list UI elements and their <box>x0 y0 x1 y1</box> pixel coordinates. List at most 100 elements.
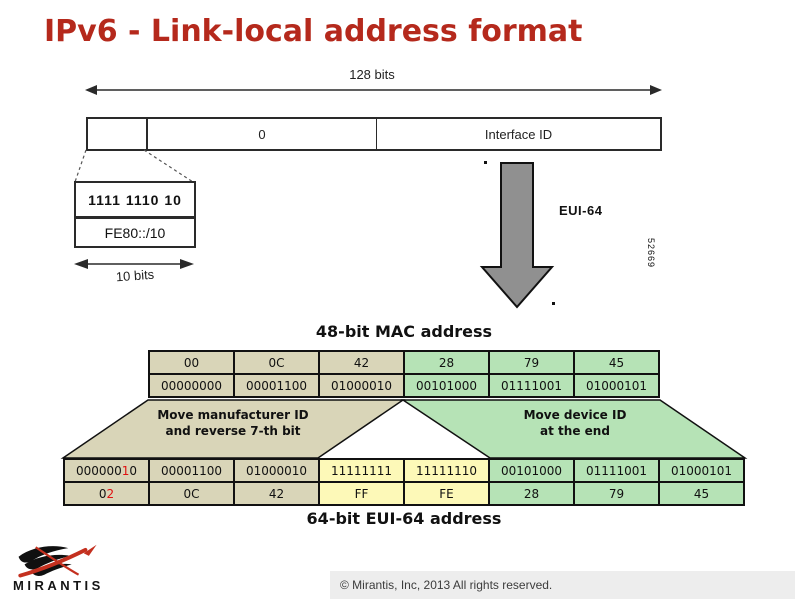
eui-heading: 64-bit EUI-64 address <box>306 509 502 528</box>
byte-cell: 00101000 <box>488 458 575 483</box>
prefix-binary: 1111 1110 10 <box>76 183 194 219</box>
zero-field: 0 <box>146 119 376 149</box>
bit-text: 01000010 <box>245 463 308 478</box>
table-row: 00 0C 42 28 79 45 <box>148 350 660 375</box>
table-row: 00000000 00001100 01000010 00101000 01111001… <box>148 373 660 398</box>
measure-arrow-10 <box>74 259 194 269</box>
bit-text: 00001100 <box>160 463 223 478</box>
byte-cell: 42 <box>318 350 405 375</box>
byte-cell: 11111110 <box>403 458 490 483</box>
bit-text: 0C <box>268 355 285 370</box>
byte-cell: 01000101 <box>658 458 745 483</box>
arrowhead-right-icon <box>650 85 662 95</box>
byte-cell: 42 <box>233 481 320 506</box>
bits-128-label: 128 bits <box>349 67 395 82</box>
bit-text: 0 <box>98 486 107 501</box>
device-trapezoid <box>400 399 748 459</box>
bit-text: 79 <box>608 486 625 501</box>
bit-text: 00101000 <box>500 463 563 478</box>
bit-text: 0C <box>183 486 200 501</box>
mac-heading: 48-bit MAC address <box>315 322 493 341</box>
bit-text: 45 <box>608 355 625 370</box>
byte-cell: 0C <box>148 481 235 506</box>
device-move-line2: at the end <box>540 424 610 438</box>
bit-text: 45 <box>693 486 710 501</box>
prefix-zoom-box: 1111 1110 10 FE80::/10 <box>74 181 196 248</box>
byte-cell: 45 <box>573 350 660 375</box>
byte-cell: 01000010 <box>318 373 405 398</box>
bit-text: 01000101 <box>585 378 648 393</box>
bit-text: 01111001 <box>585 463 648 478</box>
mac-address-table: 00 0C 42 28 79 45 00000000 00001100 01000010 0010… <box>148 350 660 398</box>
bit-text: FF <box>354 486 369 501</box>
prefix-hex: FE80::/10 <box>104 224 166 241</box>
byte-cell: 0C <box>233 350 320 375</box>
address-format-box: 0 Interface ID <box>86 117 662 151</box>
byte-cell: 11111111 <box>318 458 405 483</box>
bit-text: 00000000 <box>160 378 223 393</box>
manufacturer-move-line1: Move manufacturer ID <box>157 408 309 422</box>
bit-text: 11111111 <box>330 463 393 478</box>
byte-cell: FE <box>403 481 490 506</box>
device-move-label: Move device ID at the end <box>455 407 695 439</box>
mirantis-logo-icon <box>18 544 97 578</box>
byte-cell: 79 <box>573 481 660 506</box>
device-move-line1: Move device ID <box>523 408 627 422</box>
byte-cell: 01111001 <box>573 458 660 483</box>
byte-cell: 01000010 <box>233 458 320 483</box>
prefix-field <box>88 119 146 149</box>
stray-dot <box>552 302 555 305</box>
copyright-bar: © Mirantis, Inc, 2013 All rights reserve… <box>330 571 795 599</box>
eui64-down-arrow-icon <box>479 162 555 309</box>
bit-text: 11111110 <box>415 463 478 478</box>
byte-cell: 28 <box>403 350 490 375</box>
eui64-address-table: 00000010 00001100 01000010 11111111 11111110… <box>63 458 745 506</box>
measure-arrow-128 <box>85 85 662 95</box>
bit-text: 00101000 <box>415 378 478 393</box>
bit-text: 0 <box>129 463 138 478</box>
bit-text: 01000010 <box>330 378 393 393</box>
bit-text: 42 <box>268 486 285 501</box>
transform-trapezoids <box>60 399 748 459</box>
highlighted-bit: 1 <box>121 463 130 478</box>
bit-text: 28 <box>438 355 455 370</box>
bit-text: 01111001 <box>500 378 563 393</box>
highlighted-bit: 2 <box>106 486 115 501</box>
byte-cell: 02 <box>63 481 150 506</box>
stray-dot <box>484 161 487 164</box>
byte-cell: 00 <box>148 350 235 375</box>
manufacturer-move-label: Move manufacturer ID and reverse 7-th bi… <box>113 407 353 439</box>
zoom-connector-lines <box>74 149 194 183</box>
bit-text: 000000 <box>75 463 122 478</box>
manufacturer-move-line2: and reverse 7-th bit <box>165 424 301 438</box>
bit-text: 01000101 <box>670 463 733 478</box>
page-title: IPv6 - Link-local address format <box>44 14 583 49</box>
interface-id-field: Interface ID <box>376 119 660 149</box>
byte-cell: 00101000 <box>403 373 490 398</box>
bit-text: 00 <box>183 355 200 370</box>
figure-number: 52669 <box>646 238 656 269</box>
mirantis-wordmark: MIRANTIS <box>13 578 104 593</box>
bit-text: 00001100 <box>245 378 308 393</box>
eui64-arrow-label: EUI-64 <box>559 203 603 218</box>
byte-cell: 00001100 <box>148 458 235 483</box>
bit-text: 79 <box>523 355 540 370</box>
byte-cell: 28 <box>488 481 575 506</box>
byte-cell: 00000000 <box>148 373 235 398</box>
bit-text: 42 <box>353 355 370 370</box>
bit-text: FE <box>439 486 454 501</box>
arrowhead-left-icon <box>74 259 88 269</box>
byte-cell: 00001100 <box>233 373 320 398</box>
bit-text: 28 <box>523 486 540 501</box>
byte-cell: 79 <box>488 350 575 375</box>
table-row: 02 0C 42 FF FE 28 79 45 <box>63 481 745 506</box>
table-row: 00000010 00001100 01000010 11111111 11111110… <box>63 458 745 483</box>
arrowhead-right-icon <box>180 259 194 269</box>
byte-cell: 01111001 <box>488 373 575 398</box>
byte-cell: FF <box>318 481 405 506</box>
byte-cell: 01000101 <box>573 373 660 398</box>
arrowhead-left-icon <box>85 85 97 95</box>
byte-cell: 00000010 <box>63 458 150 483</box>
byte-cell: 45 <box>658 481 745 506</box>
